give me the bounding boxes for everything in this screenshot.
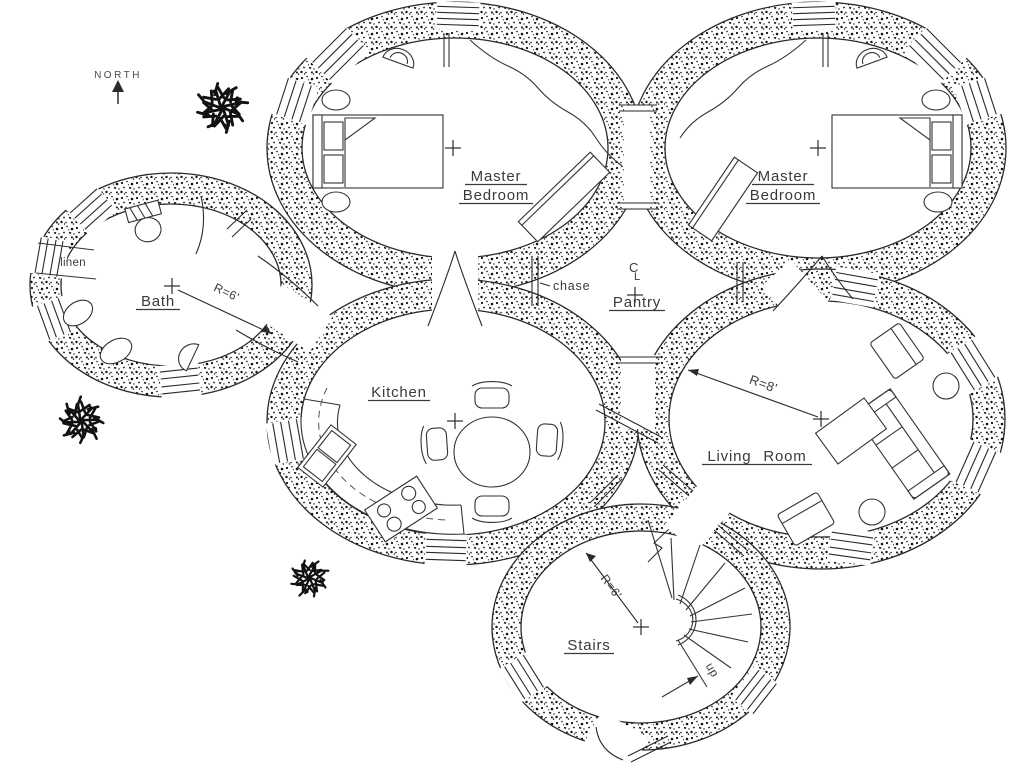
closet-rod xyxy=(469,39,623,167)
armchair xyxy=(870,323,924,379)
labels: Master Bedroom Master Bedroom Bath Kitch… xyxy=(60,70,820,655)
sink-basin xyxy=(62,299,94,327)
spiral-stairs xyxy=(647,519,753,698)
window xyxy=(498,651,550,703)
room-label-stairs: Stairs xyxy=(567,637,610,654)
bath-door-leaf xyxy=(195,195,205,255)
window xyxy=(791,1,837,31)
bed-right xyxy=(831,114,963,189)
blanket-fold xyxy=(344,117,377,142)
first-tread-edge xyxy=(647,519,673,599)
junction-lines xyxy=(195,104,854,763)
arched-doorway xyxy=(427,250,456,327)
armchair xyxy=(777,492,835,546)
window xyxy=(265,417,311,465)
dresser xyxy=(687,156,759,242)
chair xyxy=(471,380,513,409)
room-label-master-bedroom-left-2: Bedroom xyxy=(463,187,529,204)
shower-seat xyxy=(178,343,200,372)
pillow xyxy=(323,121,344,151)
pillow xyxy=(931,154,952,184)
linen-label: linen xyxy=(60,257,86,269)
chase-label: chase xyxy=(553,279,590,293)
passage-openings xyxy=(259,105,839,768)
stairs-up-label: up xyxy=(703,660,722,679)
window xyxy=(306,22,370,86)
headboard xyxy=(952,114,963,189)
room-label-master-bedroom-left-1: Master xyxy=(471,168,522,185)
linen-closet-wall xyxy=(37,242,95,251)
chair xyxy=(471,495,513,524)
north-label: NORTH xyxy=(94,70,142,81)
window xyxy=(953,74,1005,126)
room-label-bath: Bath xyxy=(141,293,175,310)
north-arrow-icon xyxy=(112,80,124,92)
centerline-symbol-c: C xyxy=(629,260,639,275)
dining-table-set xyxy=(420,380,564,524)
sink-basin xyxy=(99,337,133,365)
closet-rod xyxy=(679,39,807,139)
break-line xyxy=(647,529,669,563)
windows xyxy=(27,1,1005,719)
window xyxy=(158,362,202,400)
side-table xyxy=(858,498,886,526)
side-table xyxy=(932,372,960,400)
chair xyxy=(382,47,415,69)
nightstand xyxy=(921,89,951,111)
stove xyxy=(363,475,439,543)
window xyxy=(944,335,1002,395)
window xyxy=(435,1,481,31)
room-label-pantry: Pantry xyxy=(613,294,661,311)
room-label-master-bedroom-right-1: Master xyxy=(758,168,809,185)
coffee-table xyxy=(814,397,888,465)
furniture xyxy=(35,33,963,698)
centerline-symbol-l: L xyxy=(634,271,641,283)
window xyxy=(30,294,78,344)
chair xyxy=(420,425,449,465)
window xyxy=(949,438,1003,496)
arched-doorway xyxy=(772,255,823,312)
nightstand xyxy=(923,191,953,213)
tree-icon xyxy=(48,388,115,455)
toilet-icon xyxy=(124,199,163,243)
center-marks xyxy=(164,140,829,635)
entry-door-leaf xyxy=(595,726,624,761)
chair xyxy=(855,47,888,69)
tree-icon xyxy=(278,547,340,609)
window xyxy=(64,182,118,236)
window xyxy=(730,665,782,719)
room-label-kitchen: Kitchen xyxy=(371,384,427,401)
room-label-living-room: Living Room xyxy=(707,448,806,465)
upper-cabinets-dashed xyxy=(318,387,449,521)
window xyxy=(424,533,468,567)
pillow xyxy=(323,154,344,184)
window xyxy=(903,22,967,86)
dining-table xyxy=(453,416,531,488)
dresser xyxy=(517,151,611,243)
bed-left xyxy=(312,114,444,189)
kitchen-sink xyxy=(296,424,358,488)
window xyxy=(830,266,880,308)
window xyxy=(826,526,876,566)
compass-north: NORTH xyxy=(94,70,142,104)
tree-icon xyxy=(189,74,256,142)
pillow xyxy=(931,121,952,151)
chair xyxy=(535,421,564,461)
nightstand xyxy=(321,89,351,111)
between-bedrooms-slot xyxy=(624,105,650,209)
room-label-master-bedroom-right-2: Bedroom xyxy=(750,187,816,204)
window xyxy=(268,74,320,126)
headboard xyxy=(312,114,323,189)
blanket-fold xyxy=(898,117,931,142)
nightstand xyxy=(321,191,351,213)
